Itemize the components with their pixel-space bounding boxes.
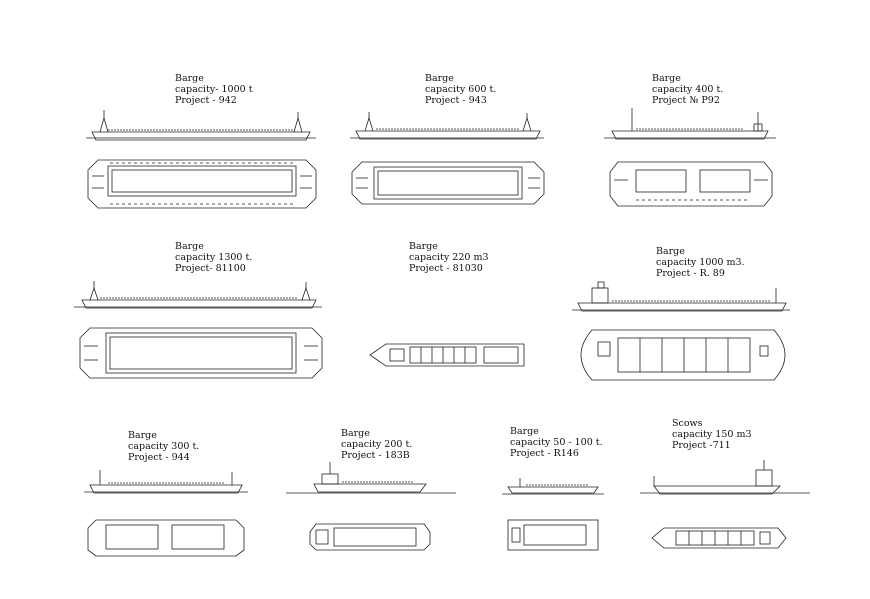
barge-943-plan-view	[351, 161, 545, 205]
barge-183b-side-view	[286, 462, 456, 494]
barge-942-side-view	[86, 110, 316, 141]
barge-944-plan-view	[87, 519, 245, 557]
barge-942-plan-view	[87, 159, 317, 209]
barge-81100-side-view	[74, 281, 322, 309]
barge-r146-side-view	[502, 478, 604, 495]
barge-944-side-view	[84, 470, 248, 494]
barge-r89-side-view	[572, 281, 790, 312]
barge-183b-plan-view	[309, 523, 431, 551]
scow-711-side-view	[640, 460, 810, 495]
barge-r146-plan-view	[507, 519, 599, 551]
barge-p92-plan-view	[609, 161, 773, 207]
barge-81030-plan-view	[369, 343, 525, 367]
barge-r89-plan-view	[580, 329, 786, 381]
barge-943-side-view	[350, 112, 544, 140]
barge-p92-side-view	[604, 108, 776, 140]
scow-711-plan-view	[651, 527, 787, 549]
barge-81100-plan-view	[79, 327, 323, 379]
